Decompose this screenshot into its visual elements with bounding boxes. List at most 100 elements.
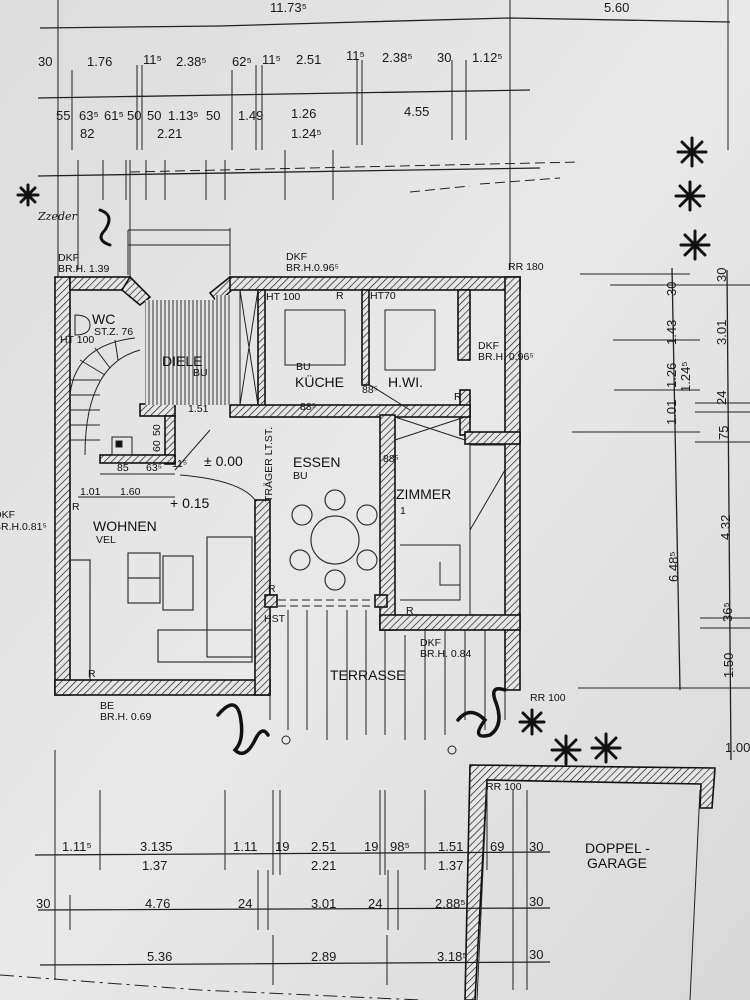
dim-label: 62⁵ xyxy=(232,54,252,69)
dim-label: 1.00 xyxy=(725,740,750,755)
dim-label: 1.11⁵ xyxy=(62,839,92,854)
terrace-decking xyxy=(269,610,506,740)
dim-label: 24 xyxy=(368,896,382,911)
radiator-note: R xyxy=(72,501,80,513)
wc-stair-note: ST.Z. 76 xyxy=(94,326,133,338)
dim-label: 30 xyxy=(714,268,729,282)
living-furniture xyxy=(70,536,253,680)
shrub-scribble xyxy=(216,703,270,756)
door-width: 88⁵ xyxy=(383,453,399,465)
window-note: DKF xyxy=(286,251,307,263)
interior-lines xyxy=(174,289,506,615)
dim-label: 2.38⁵ xyxy=(382,50,413,65)
dim-label: 3.18⁵ xyxy=(437,949,468,964)
door-note: HT70 xyxy=(370,290,396,302)
window-note: BR.H. 0.96⁵ xyxy=(478,351,534,363)
downpipe-note: RR 100 xyxy=(486,781,522,793)
room-labels: WC ST.Z. 76 DIELE BU BU KÜCHE H.WI. ESSE… xyxy=(92,311,650,871)
radiator-note: R xyxy=(88,668,96,680)
dim-garage-width: 5.60 xyxy=(604,0,629,15)
plant-icon xyxy=(674,180,706,212)
shrub-scribble xyxy=(456,687,507,738)
window-note: DKF xyxy=(420,637,441,649)
walls xyxy=(54,275,521,696)
wohnen-floor: VEL xyxy=(96,534,116,546)
dim-label: 5.36 xyxy=(147,949,172,964)
plant-icon xyxy=(518,708,546,736)
handwritten-note: Zzeder xyxy=(37,210,77,223)
dim-label: 2.88⁵ xyxy=(435,896,466,911)
downpipe-note: RR 180 xyxy=(508,261,544,273)
room-garage-2: GARAGE xyxy=(587,855,647,871)
dim-label: 2.38⁵ xyxy=(176,54,207,69)
staircase xyxy=(69,337,141,456)
dim-label: 30 xyxy=(664,282,679,296)
dim-label: 30 xyxy=(437,50,451,65)
dim-label: 63⁵ xyxy=(79,108,99,123)
room-diele: DIELE xyxy=(162,353,202,369)
plant-icon xyxy=(16,183,40,207)
level-marker: ± 0.00 xyxy=(204,453,243,469)
dim-note: 85 xyxy=(117,462,129,474)
dim-label: 55 xyxy=(56,108,70,123)
diele-floor: BU xyxy=(193,367,208,379)
dim-label: 1.11 xyxy=(233,839,257,854)
dim-label: 1.13⁵ xyxy=(168,108,199,123)
diele-floor-texture xyxy=(215,295,230,405)
room-hwi: H.WI. xyxy=(388,374,423,390)
top-dimension-chains: 11.73⁵ 5.60 30 1.76 11⁵ 2.38⁵ 62⁵ 11⁵ 2.… xyxy=(37,0,731,460)
room-zimmer: ZIMMER xyxy=(396,486,451,502)
window-note: BE xyxy=(100,700,114,712)
wc-fixture xyxy=(74,314,91,336)
dim-label: 2.51 xyxy=(311,839,336,854)
dim-label: 1.50 xyxy=(721,653,736,678)
garage xyxy=(464,764,716,1000)
dim-label: 1.26 xyxy=(664,363,679,388)
dim-note: 1.51 xyxy=(188,403,209,415)
dim-note: 11⁵ xyxy=(172,458,187,470)
dim-label: 2.51 xyxy=(296,52,321,67)
shrub-scribble xyxy=(281,735,291,745)
downpipe-note: RR 100 xyxy=(530,692,566,704)
dim-label: 1.43 xyxy=(664,320,679,345)
dim-label: 3.01 xyxy=(311,896,336,911)
dim-label: 4.76 xyxy=(145,896,170,911)
dim-label: 1.76 xyxy=(87,54,112,69)
door-note: HT 100 xyxy=(60,334,94,346)
dim-note: 63⁵ xyxy=(146,462,162,474)
dim-label: 4.55 xyxy=(404,104,429,119)
plant-icon xyxy=(550,734,582,766)
dim-label: 6.48⁵ xyxy=(666,551,681,582)
dim-label: 1.49 xyxy=(238,108,263,123)
dim-note: 1.01 xyxy=(80,486,101,498)
door-note: HT 100 xyxy=(266,291,300,303)
window-note: BR.H. 1.39 xyxy=(58,263,110,275)
window-note: DKF xyxy=(478,340,499,352)
shrub-scribble xyxy=(447,745,457,755)
dim-overall-width: 11.73⁵ xyxy=(270,0,307,15)
right-dimension-chains: 30 1.43 1.26 1.24⁵ 1.01 6.48⁵ 30 3.01 24… xyxy=(572,268,750,761)
dim-label: 3.135 xyxy=(140,839,173,854)
dim-label: 75 xyxy=(716,426,731,440)
dim-label: 11⁵ xyxy=(143,52,162,67)
property-line xyxy=(0,974,421,1000)
door-width: 88⁵ xyxy=(362,384,378,396)
dim-label: 69 xyxy=(490,839,504,854)
dim-label: 1.24⁵ xyxy=(678,361,693,392)
stair-dim-lines xyxy=(78,473,175,498)
dim-label: 1.26 xyxy=(291,106,316,121)
dim-label: 1.37 xyxy=(142,858,167,873)
dim-label: 24 xyxy=(714,391,729,405)
dim-label: 1.12⁵ xyxy=(472,50,503,65)
dim-label: 98⁵ xyxy=(390,839,410,854)
zimmer-number: 1 xyxy=(400,505,406,517)
dim-label: 1.37 xyxy=(438,858,463,873)
kueche-floor: BU xyxy=(296,361,311,373)
dim-label: 50 xyxy=(127,108,141,123)
radiator-note: R xyxy=(268,583,276,595)
window-note: DKF xyxy=(58,252,79,264)
beam-note: TRÄGER LT.ST. xyxy=(263,427,275,502)
dim-label: 4.32 xyxy=(718,515,733,540)
level-marker: + 0.15 xyxy=(170,495,210,511)
